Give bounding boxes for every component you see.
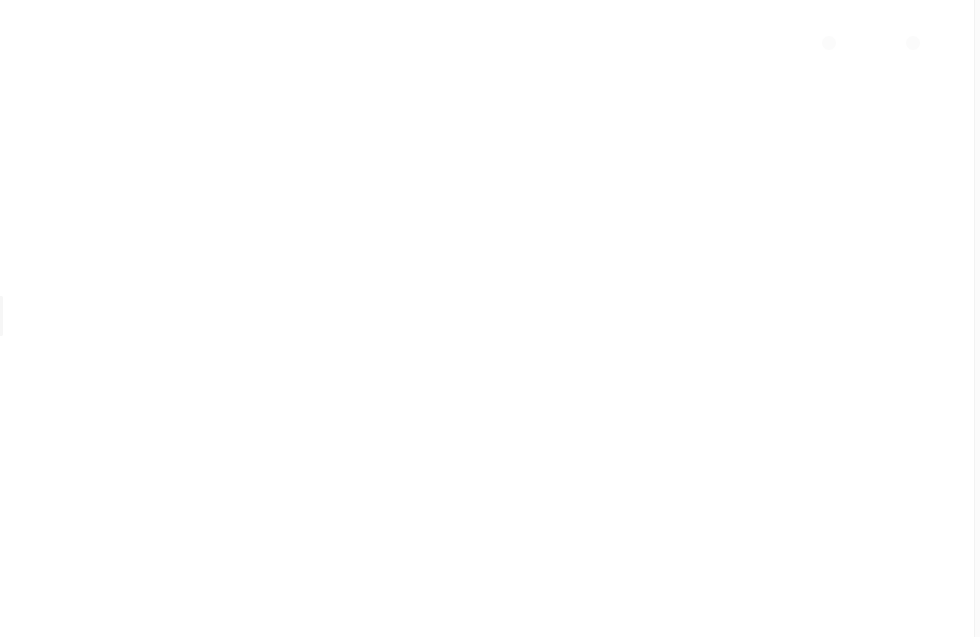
blank-icon bbox=[822, 36, 836, 50]
top-right-area bbox=[822, 36, 920, 50]
vertical-scrollbar[interactable] bbox=[974, 0, 980, 637]
blank-icon bbox=[906, 36, 920, 50]
left-edge-handle[interactable] bbox=[0, 296, 3, 336]
